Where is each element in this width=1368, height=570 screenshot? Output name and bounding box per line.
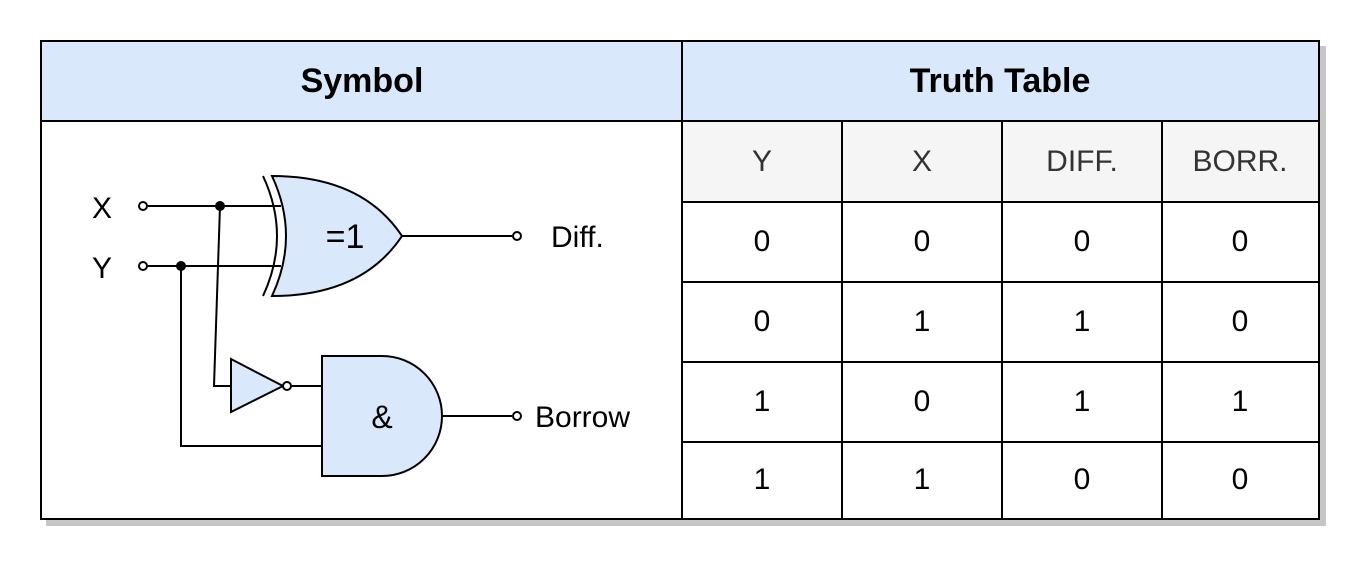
- column-header-diff: DIFF.: [1002, 122, 1162, 202]
- terminal-diff: [512, 231, 522, 241]
- grid-line: [682, 281, 1318, 283]
- xor-gate: [270, 174, 404, 298]
- output-borrow-label: Borrow: [535, 401, 630, 434]
- table-cell: 1: [1002, 282, 1162, 362]
- not-gate-bubble: [282, 381, 292, 391]
- cell-value: 1: [753, 463, 771, 496]
- table-cell: 1: [682, 362, 842, 442]
- cell-value: 1: [913, 305, 931, 338]
- wire-y-to-and: [180, 266, 322, 447]
- column-header-diff-text: DIFF.: [1046, 145, 1118, 178]
- cell-value: 0: [913, 225, 931, 258]
- grid-line: [1161, 122, 1163, 518]
- cell-value: 0: [1073, 225, 1091, 258]
- xor-gate-extra-arc: [262, 175, 278, 297]
- junction-y: [176, 261, 186, 271]
- table-cell: 1: [1162, 362, 1318, 442]
- terminal-borrow: [512, 411, 522, 421]
- grid-line: [682, 201, 1318, 203]
- and-gate: [321, 355, 443, 477]
- table-cell: 0: [842, 362, 1002, 442]
- truth-table-header: Truth Table: [682, 42, 1318, 122]
- xor-gate-label: =1: [326, 218, 365, 256]
- column-header-y: Y: [682, 122, 842, 202]
- grid-line: [841, 122, 843, 518]
- column-header-borr: BORR.: [1162, 122, 1318, 202]
- not-gate: [230, 357, 286, 414]
- grid-line: [1001, 122, 1003, 518]
- table-cell: 0: [682, 282, 842, 362]
- symbol-header-text: Symbol: [300, 61, 424, 100]
- terminal-y: [138, 261, 148, 271]
- column-header-borr-text: BORR.: [1192, 145, 1288, 178]
- cell-value: 0: [913, 385, 931, 418]
- table-cell: 1: [682, 442, 842, 518]
- half-subtractor-circuit: =1 & X Y Diff. Borrow: [92, 174, 630, 477]
- truth-table-header-text: Truth Table: [909, 61, 1091, 100]
- grid-line: [682, 441, 1318, 443]
- output-diff-label: Diff.: [551, 221, 604, 254]
- cell-value: 1: [1073, 385, 1091, 418]
- terminal-x: [138, 201, 148, 211]
- table-cell: 0: [1162, 442, 1318, 518]
- table-cell: 1: [842, 282, 1002, 362]
- table-cell: 0: [1002, 442, 1162, 518]
- column-header-x: X: [842, 122, 1002, 202]
- cell-value: 1: [913, 463, 931, 496]
- table-cell: 0: [842, 202, 1002, 282]
- symbol-header: Symbol: [42, 42, 682, 122]
- cell-value: 0: [1073, 463, 1091, 496]
- cell-value: 1: [753, 385, 771, 418]
- cell-value: 0: [753, 305, 771, 338]
- input-x-label: X: [92, 192, 112, 225]
- table-cell: 0: [1162, 282, 1318, 362]
- column-header-y-text: Y: [751, 145, 772, 178]
- table-cell: 0: [1002, 202, 1162, 282]
- cell-value: 0: [1231, 305, 1249, 338]
- cell-value: 1: [1073, 305, 1091, 338]
- column-header-x-text: X: [911, 145, 932, 178]
- table-frame: Symbol Truth Table Y X DIFF. BORR. 0 0 0…: [40, 40, 1320, 520]
- table-cell: 0: [682, 202, 842, 282]
- junction-x: [215, 201, 225, 211]
- table-cell: 1: [1002, 362, 1162, 442]
- cell-value: 1: [1231, 385, 1249, 418]
- input-y-label: Y: [92, 252, 112, 285]
- grid-divider-symbol: [681, 42, 683, 518]
- and-gate-label: &: [371, 399, 392, 435]
- cell-value: 0: [1231, 463, 1249, 496]
- cell-value: 0: [1231, 225, 1249, 258]
- wire-x-to-not: [212, 205, 231, 387]
- table-cell: 0: [1162, 202, 1318, 282]
- table-cell: 1: [842, 442, 1002, 518]
- cell-value: 0: [753, 225, 771, 258]
- grid-line: [682, 361, 1318, 363]
